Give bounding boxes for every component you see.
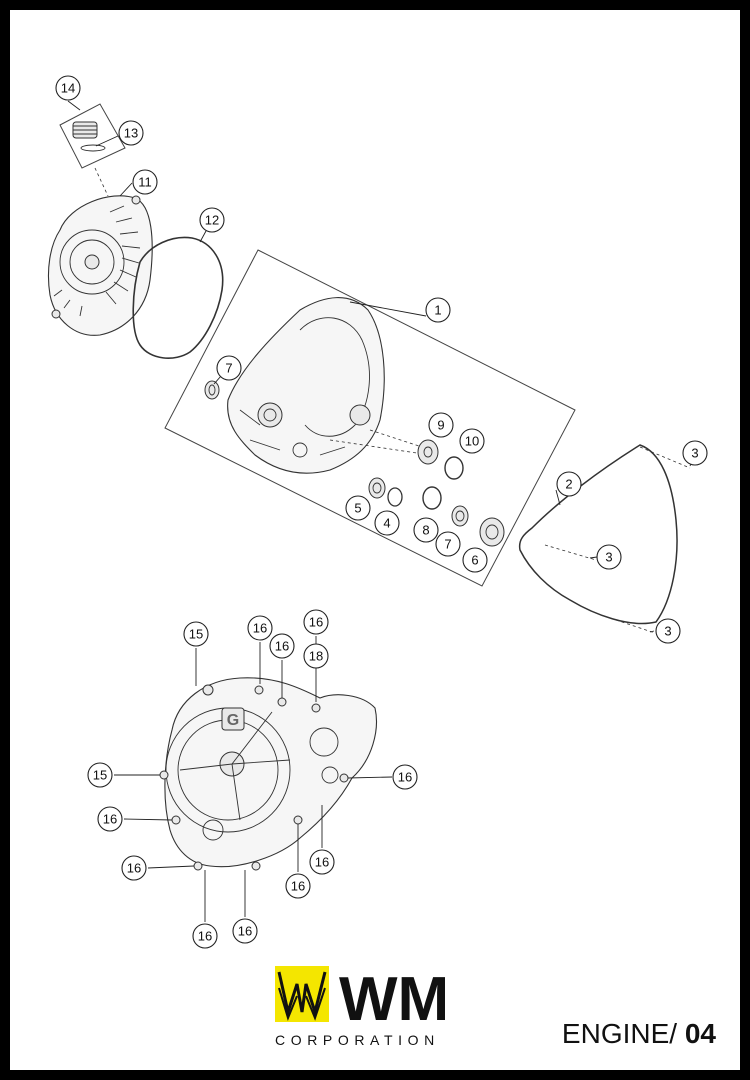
callout-6: 6 (462, 547, 488, 573)
seal-5 (368, 477, 386, 499)
svg-text:16: 16 (398, 770, 412, 785)
clutch-cover-gasket (518, 444, 678, 625)
page-number: 04 (684, 1018, 716, 1049)
callout-16-bottom-a: 16 (192, 923, 218, 949)
seal-7-upper (204, 380, 220, 400)
callout-10: 10 (459, 428, 485, 454)
leader-lines (67, 100, 696, 922)
bearing-9 (417, 439, 439, 465)
callout-16-right-b: 16 (309, 849, 335, 875)
svg-text:16: 16 (309, 615, 323, 630)
svg-text:9: 9 (437, 418, 444, 433)
svg-text:7: 7 (444, 537, 451, 552)
svg-text:10: 10 (465, 434, 479, 449)
svg-text:16: 16 (253, 621, 267, 636)
svg-text:12: 12 (205, 213, 219, 228)
callout-3-mid: 3 (596, 544, 622, 570)
svg-text:1: 1 (434, 303, 441, 318)
callout-16-top-b: 16 (269, 633, 295, 659)
svg-text:4: 4 (383, 516, 390, 531)
svg-text:16: 16 (291, 879, 305, 894)
callout-3-bottom: 3 (655, 618, 681, 644)
dowel-3-top (639, 446, 691, 469)
svg-text:8: 8 (422, 523, 429, 538)
svg-text:14: 14 (61, 81, 75, 96)
svg-text:G: G (227, 712, 239, 729)
assembled-clutch-cover: G (159, 677, 377, 871)
section-name: ENGINE/ (561, 1018, 678, 1049)
callout-18: 18 (303, 643, 329, 669)
callout-16-bottom-b: 16 (232, 918, 258, 944)
callout-8: 8 (413, 517, 439, 543)
callout-2: 2 (556, 471, 582, 497)
svg-text:3: 3 (664, 624, 671, 639)
svg-text:11: 11 (138, 175, 152, 190)
outer-clutch-cover (47, 195, 153, 336)
svg-text:13: 13 (124, 126, 138, 141)
page-label: ENGINE/ 04 (562, 1018, 716, 1050)
filler-plug-kit (59, 103, 126, 197)
callout-16-right: 16 (392, 764, 418, 790)
callout-16-left-b: 16 (121, 855, 147, 881)
callout-16-top-c: 16 (303, 609, 329, 635)
svg-text:3: 3 (605, 550, 612, 565)
svg-text:15: 15 (189, 627, 203, 642)
wm-corporation-logo: WM (275, 965, 449, 1034)
callout-11: 11 (132, 169, 158, 195)
diagram-sheet (10, 10, 740, 1070)
ring-4 (387, 487, 403, 507)
svg-text:16: 16 (315, 855, 329, 870)
callout-1: 1 (425, 297, 451, 323)
dowel-3-bottom (609, 617, 656, 634)
dowel-3-mid (544, 544, 597, 561)
callout-16-left-a: 16 (97, 806, 123, 832)
clutch-cover-casting (227, 297, 431, 474)
logo-wordmark: WM (339, 965, 449, 1034)
svg-text:6: 6 (471, 553, 478, 568)
callout-5: 5 (345, 495, 371, 521)
logo-pattern-icon-lower (278, 987, 326, 1021)
callout-7-upper: 7 (216, 355, 242, 381)
callout-12: 12 (199, 207, 225, 233)
svg-text:15: 15 (93, 768, 107, 783)
seal-7-lower (451, 505, 469, 527)
callout-7-lower: 7 (435, 531, 461, 557)
cover-gasket (132, 236, 224, 359)
callout-3-top: 3 (682, 440, 708, 466)
svg-text:7: 7 (225, 361, 232, 376)
callout-16-top-a: 16 (247, 615, 273, 641)
callout-4: 4 (374, 510, 400, 536)
callout-9: 9 (428, 412, 454, 438)
logo-pattern-icon (277, 971, 327, 1018)
clutch-cover-kit-frame (164, 249, 576, 587)
svg-text:18: 18 (309, 649, 323, 664)
svg-text:16: 16 (103, 812, 117, 827)
callout-15-left: 15 (87, 762, 113, 788)
svg-text:2: 2 (565, 477, 572, 492)
svg-text:16: 16 (198, 929, 212, 944)
callout-16-right-c: 16 (285, 873, 311, 899)
svg-text:16: 16 (238, 924, 252, 939)
svg-text:16: 16 (275, 639, 289, 654)
svg-text:16: 16 (127, 861, 141, 876)
callout-13: 13 (118, 120, 144, 146)
svg-text:5: 5 (354, 501, 361, 516)
bearing-6 (479, 517, 505, 547)
logo-subtitle: CORPORATION (275, 1032, 440, 1048)
callout-15-top: 15 (183, 621, 209, 647)
callout-14: 14 (55, 75, 81, 101)
circlip-10 (444, 456, 464, 480)
svg-text:3: 3 (691, 446, 698, 461)
circlip-8 (422, 486, 442, 510)
